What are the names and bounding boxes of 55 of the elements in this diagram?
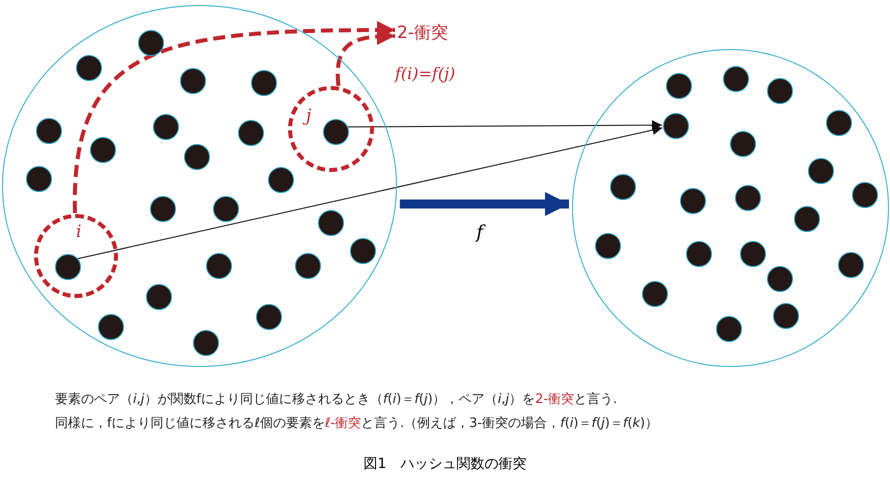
element-dot	[767, 78, 793, 104]
element-dot	[238, 120, 264, 146]
element-dot	[767, 266, 793, 292]
mapping-arrow	[400, 192, 569, 216]
element-dot	[350, 238, 376, 264]
element-dot	[826, 110, 852, 136]
element-dot	[295, 253, 321, 279]
element-dot	[206, 253, 232, 279]
element-dot	[716, 316, 742, 342]
element-dot	[838, 252, 864, 278]
element-dot	[268, 167, 294, 193]
element-dot	[98, 314, 124, 340]
equation-label: f(i)=f(j)	[395, 64, 456, 83]
element-dot	[773, 303, 799, 329]
element-dot	[735, 185, 761, 211]
element-dot	[150, 196, 176, 222]
element-dot	[808, 158, 834, 184]
element-dot	[55, 254, 81, 280]
figure-caption: 図1 ハッシュ関数の衝突	[364, 455, 526, 473]
element-dot	[90, 137, 116, 163]
element-dot	[251, 70, 277, 96]
edge-label: f	[474, 222, 486, 243]
element-dot	[794, 206, 820, 232]
element-dot	[26, 166, 52, 192]
dashed-circle	[288, 86, 374, 172]
element-dot	[138, 30, 164, 56]
element-dot	[723, 66, 749, 92]
element-dot	[740, 241, 766, 267]
element-dot	[852, 182, 878, 208]
element-dot	[256, 304, 282, 330]
element-dot	[76, 55, 102, 81]
element-dot	[595, 233, 621, 259]
description-text: 要素のペア（i,j）が関数fにより同じ値に移されるとき（f(i)＝f(j)），ペア（i,j）を2-衝突と言う.	[55, 391, 618, 408]
set-circle	[572, 49, 889, 367]
element-dot	[642, 281, 668, 307]
element-dot	[663, 113, 689, 139]
element-dot	[180, 68, 206, 94]
element-dot	[193, 330, 219, 356]
description-text: 同様に，fにより同じ値に移されるℓ個の要素をℓ-衝突と言う.（例えば，3-衝突の場合，f(i)＝f(j)＝f(k)）	[55, 415, 658, 432]
element-dot	[680, 188, 706, 214]
element-dot	[686, 241, 712, 267]
element-dot	[36, 118, 62, 144]
element-dot	[318, 210, 344, 236]
element-dot	[146, 284, 172, 310]
variable-label: i	[76, 222, 82, 242]
dashed-arrow	[73, 21, 396, 214]
collision-label: 2-衝突	[397, 20, 477, 46]
element-dot	[184, 144, 210, 170]
element-dot	[610, 174, 636, 200]
element-dot	[213, 196, 239, 222]
element-dot	[323, 119, 349, 145]
dashed-circle	[34, 214, 118, 298]
element-dot	[730, 131, 756, 157]
element-dot	[153, 114, 179, 140]
element-dot	[666, 73, 692, 99]
